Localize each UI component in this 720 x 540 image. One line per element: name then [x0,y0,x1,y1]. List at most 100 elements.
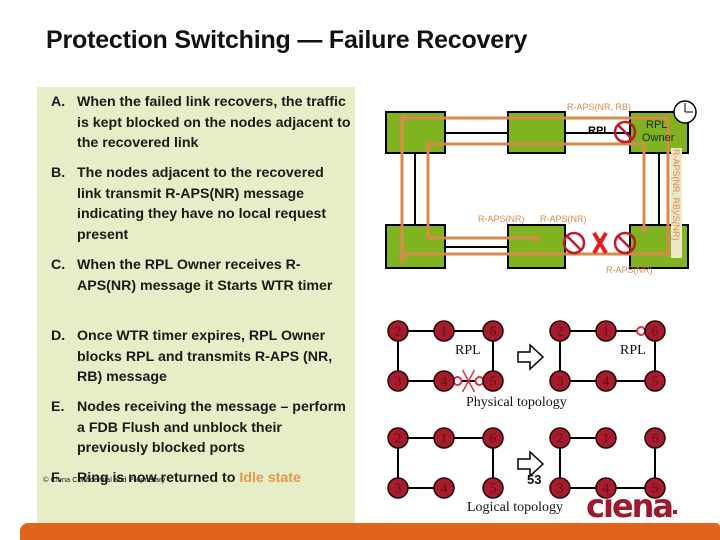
step-label: F. [51,470,63,486]
step-c: C. When the RPL Owner receives R-APS(NR)… [51,255,351,296]
topology-node-label: 1 [603,432,610,447]
topology-node-6 [644,320,666,342]
step-text-before: Ring is now returned to [77,470,240,486]
topology-node-label: 2 [395,325,402,340]
idle-state-highlight: Idle state [239,470,301,486]
topology-node-4 [595,370,617,392]
topology-node-label: 5 [490,482,497,497]
topology-node-label: 5 [652,482,659,497]
topology-node-label: 4 [441,375,448,390]
step-text: When the failed link recovers, the traff… [77,94,351,151]
step-a: A. When the failed link recovers, the tr… [51,92,351,154]
step-label: B. [51,165,66,181]
ring-node-bottom-left [385,224,446,269]
ciena-logo-dot [673,510,677,514]
msg-bottom-left-label: R-APS(NR) [478,214,525,224]
topology-node-label: 1 [441,432,448,447]
rpl-label: RPL [588,125,610,137]
block-icon [613,231,637,255]
msg-right-label: R-APS(NR, RB)/S(NR) [671,149,681,241]
topology-node-3 [387,370,409,392]
topology-node-6 [482,320,504,342]
block-icon [613,120,637,144]
step-text: Ring is now returned to Idle state [77,468,351,489]
topology-node-1 [433,427,455,449]
step-text: Nodes receiving the message – perform a … [77,399,346,456]
owner-label-2: Owner [642,132,675,144]
msg-bottom-right-label: R-APS(NR) [606,265,653,275]
topology-node-6 [644,427,666,449]
topology-node-label: 3 [395,482,402,497]
topology-node-3 [549,370,571,392]
topology-node-label: 3 [557,375,564,390]
topology-node-label: 6 [490,325,497,340]
slide-title: Protection Switching — Failure Recovery [46,26,528,54]
msg-bottom-mid-label: R-APS(NR) [540,214,587,224]
copyright-notice: © Ciena Confidential and Proprietary [43,475,166,484]
msg-top-label: R-APS(NR, RB) [567,102,631,112]
step-label: D. [51,328,66,344]
topology-node-label: 4 [603,375,610,390]
owner-label-1: RPL [646,119,667,131]
topology-node-label: 3 [395,375,402,390]
topology-node-2 [387,427,409,449]
failure-x-icon [461,369,476,393]
topology-node-3 [549,477,571,499]
step-f: F. Ring is now returned to Idle state [51,468,351,489]
ciena-logo: ciena [586,487,674,525]
topology-node-label: 2 [395,432,402,447]
topology-node-label: 6 [652,432,659,447]
page-number: 53 [527,472,542,487]
topology-node-3 [387,477,409,499]
block-icon [636,326,646,336]
topology-node-5 [644,477,666,499]
topology-node-label: 6 [652,325,659,340]
failure-x-icon [592,231,608,255]
topology-node-label: 1 [441,325,448,340]
step-e: E. Nodes receiving the message – perform… [51,397,351,459]
topology-node-1 [433,320,455,342]
wtr-timer-clock-icon [673,100,697,124]
step-d: D. Once WTR timer expires, RPL Owner blo… [51,326,351,388]
step-text: Once WTR timer expires, RPL Owner blocks… [77,328,333,385]
topology-node-5 [482,477,504,499]
step-text: The nodes adjacent to the recovered link… [77,165,327,243]
topology-node-5 [644,370,666,392]
topology-node-4 [433,370,455,392]
step-text: When the RPL Owner receives R-APS(NR) me… [77,257,333,294]
footer-bar [20,523,340,540]
topology-node-label: 1 [603,325,610,340]
topology-node-2 [387,320,409,342]
step-label: A. [51,94,66,110]
block-icon [562,231,586,255]
footer-bar [340,523,720,540]
steps-panel: A. When the failed link recovers, the tr… [37,87,355,523]
topology-node-4 [595,477,617,499]
topology-node-label: 2 [557,432,564,447]
physical-topology-label: Physical topology [466,395,567,410]
topology-node-1 [595,320,617,342]
topology-node-1 [595,427,617,449]
topology-node-label: 4 [603,482,610,497]
ring-node-bottom-mid [507,224,566,269]
topology-node-label: 5 [490,375,497,390]
step-label: C. [51,257,66,273]
topology-rpl-label: RPL [620,343,646,358]
step-label: E. [51,399,65,415]
transition-arrow [517,450,545,478]
topology-node-label: 6 [490,432,497,447]
topology-node-4 [433,477,455,499]
transition-arrow [517,343,545,371]
topology-node-label: 2 [557,325,564,340]
topology-node-label: 4 [441,482,448,497]
topology-node-5 [482,370,504,392]
topology-rpl-label: RPL [455,343,481,358]
message-paths [400,116,670,264]
msg-right-bg [671,148,682,258]
topology-node-2 [549,320,571,342]
step-b: B. The nodes adjacent to the recovered l… [51,163,351,245]
topology-node-6 [482,427,504,449]
message-dots [399,115,647,258]
